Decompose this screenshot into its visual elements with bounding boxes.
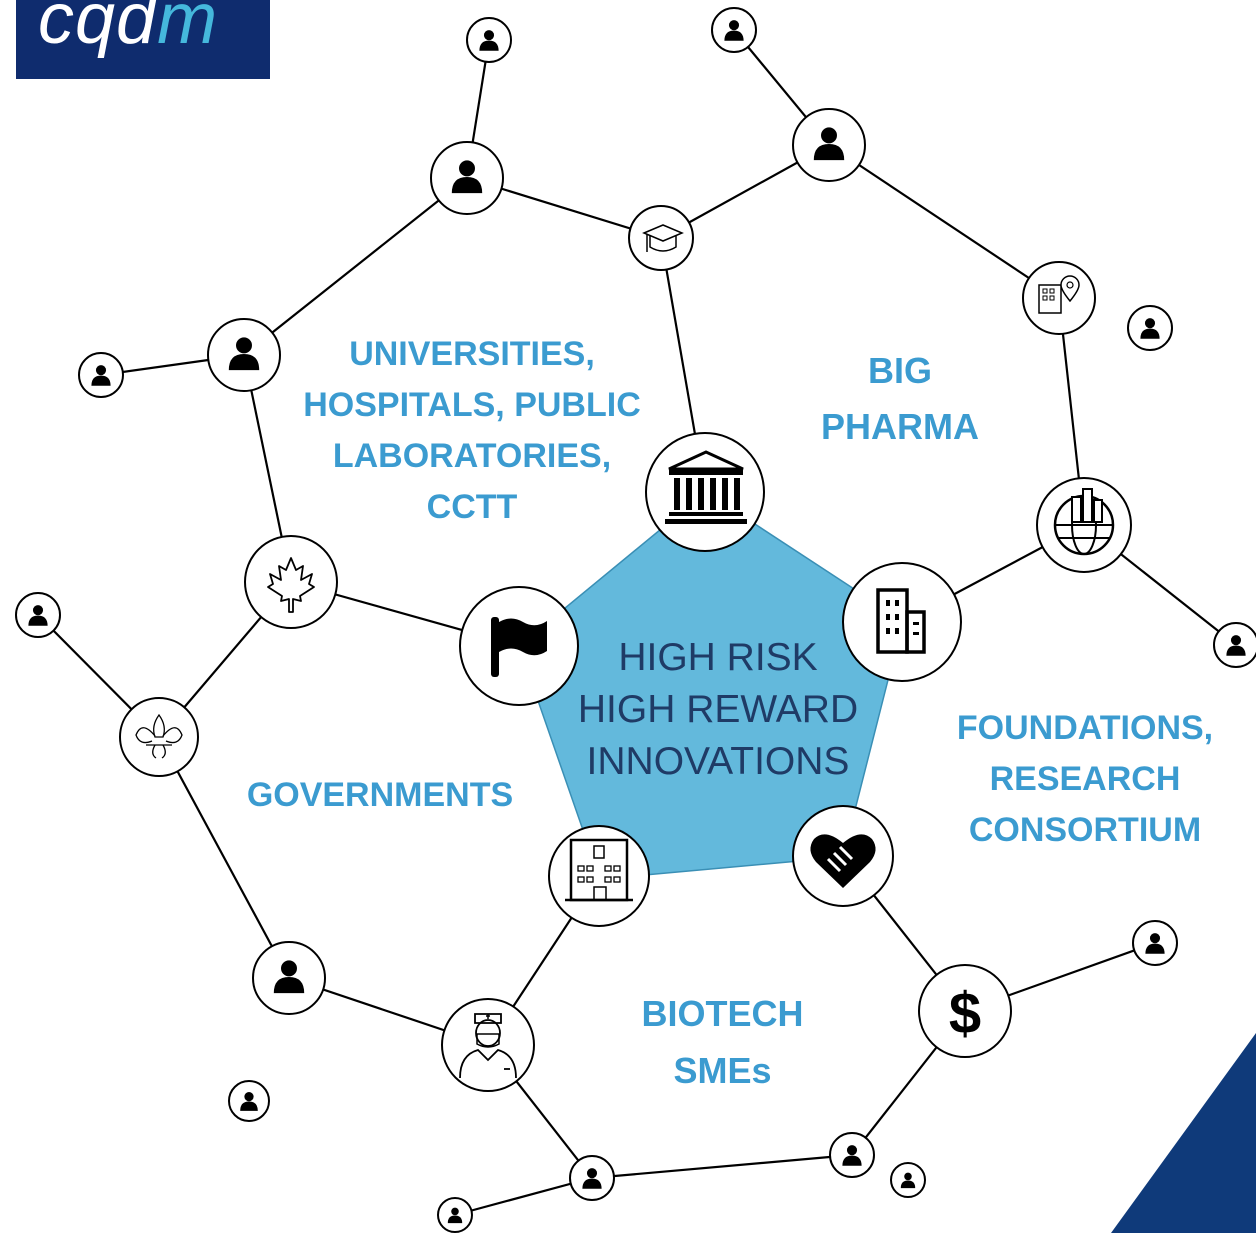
center-line: HIGH REWARD [577, 688, 859, 731]
person-node [792, 108, 866, 182]
person-node [437, 1197, 473, 1233]
person-node [569, 1155, 615, 1201]
person-node [228, 1080, 270, 1122]
handshake-heart-icon [792, 805, 894, 907]
person-node [829, 1132, 875, 1178]
person-node [1132, 920, 1178, 966]
person-node [430, 141, 504, 215]
person-node [1127, 305, 1173, 351]
hospital-icon [548, 825, 650, 927]
person-node [1213, 622, 1256, 668]
hospital-pin-icon [1022, 261, 1096, 335]
person-node [466, 17, 512, 63]
person-node [711, 7, 757, 53]
bank-icon [645, 432, 765, 552]
label-foundations: FOUNDATIONS, RESEARCH CONSORTIUM [956, 709, 1214, 849]
person-node [15, 592, 61, 638]
graduation-cap-icon [628, 205, 694, 271]
person-node [252, 941, 326, 1015]
buildings-icon [842, 562, 962, 682]
fleur-de-lis-icon [119, 697, 199, 777]
dollar-icon: $ [918, 964, 1012, 1058]
person-node [78, 352, 124, 398]
svg-text:$: $ [949, 981, 981, 1046]
label-biotech: BIOTECH SMEs [641, 993, 804, 1091]
cqdm-logo: cqdm [16, 0, 270, 79]
center-line: HIGH RISK [618, 636, 818, 679]
label-governments: GOVERNMENTS [246, 776, 514, 814]
person-node [890, 1162, 926, 1198]
flag-icon [459, 586, 579, 706]
person-node [207, 318, 281, 392]
center-message: HIGH RISK HIGH REWARD INNOVATIONS [560, 632, 876, 788]
corner-accent [1111, 1033, 1256, 1233]
label-big-pharma: BIG PHARMA [821, 350, 979, 447]
label-universities: UNIVERSITIES, HOSPITALS, PUBLIC LABORATO… [303, 335, 641, 526]
doctor-icon [441, 998, 535, 1092]
center-line: INNOVATIONS [586, 740, 850, 783]
maple-leaf-icon [244, 535, 338, 629]
globe-buildings-icon [1036, 477, 1132, 573]
